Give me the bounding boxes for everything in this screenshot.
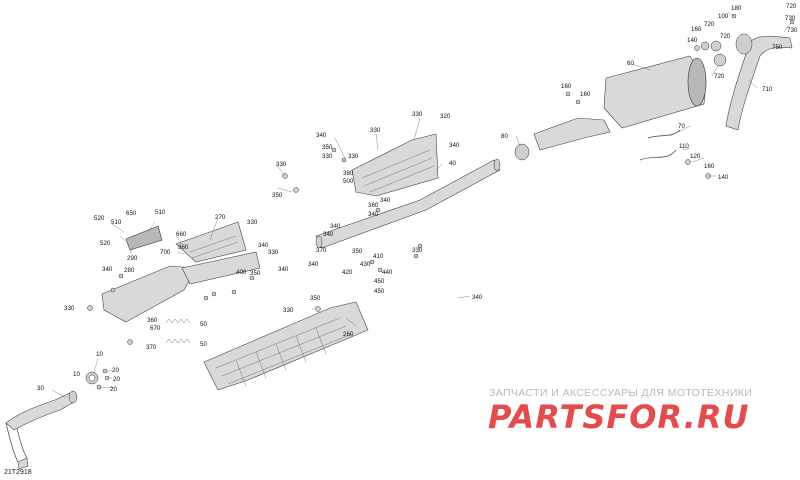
lower-heat-shield-part xyxy=(203,301,369,391)
callout-label: 340 xyxy=(380,197,391,204)
callout-label: 160 xyxy=(561,83,572,90)
callout-label: 340 xyxy=(258,242,269,249)
callout-label: 730 xyxy=(785,15,796,22)
callout-label: 350 xyxy=(272,192,283,199)
callout-label: 340 xyxy=(308,261,319,268)
callout-label: 410 xyxy=(373,253,384,260)
callout-label: 450 xyxy=(374,278,385,285)
callout-label: 70 xyxy=(678,123,685,130)
callout-label: 360 xyxy=(368,202,379,209)
callout-label: 720 xyxy=(704,21,715,28)
callout-label: 670 xyxy=(150,325,161,332)
callout-label: 340 xyxy=(316,132,327,139)
callout-label: 330 xyxy=(268,249,279,256)
callout-label: 450 xyxy=(374,288,385,295)
callout-label: 10 xyxy=(73,371,80,378)
callout-label: 340 xyxy=(330,223,341,230)
hardware-part xyxy=(87,13,795,345)
callout-label: 340 xyxy=(323,231,334,238)
callout-label: 520 xyxy=(100,240,111,247)
callout-label: 330 xyxy=(412,247,423,254)
callout-label: 710 xyxy=(762,86,773,93)
diagram-code: 21T2918 xyxy=(4,469,32,476)
callout-label: 350 xyxy=(310,295,321,302)
callout-label: 330 xyxy=(370,127,381,134)
callout-label: 270 xyxy=(215,214,226,221)
tail-pipe-part xyxy=(725,33,793,131)
callout-label: 80 xyxy=(501,133,508,140)
callout-label: 350 xyxy=(352,248,363,255)
callout-label: 500 xyxy=(343,178,354,185)
callout-label: 720 xyxy=(786,3,797,10)
callout-label: 370 xyxy=(316,247,327,254)
callout-label: 360 xyxy=(147,317,158,324)
callout-label: 370 xyxy=(146,344,157,351)
callout-label: 360 xyxy=(178,244,189,251)
callout-label: 60 xyxy=(627,60,634,67)
callout-label: 340 xyxy=(472,294,483,301)
callout-label: 420 xyxy=(342,269,353,276)
springs-part xyxy=(165,318,191,344)
callout-label: 330 xyxy=(247,219,258,226)
callout-label: 340 xyxy=(368,211,379,218)
callout-label: 510 xyxy=(111,219,122,226)
callout-label: 20 xyxy=(110,386,117,393)
callout-label: 20 xyxy=(112,367,119,374)
watermark-subtitle: ЗАПЧАСТИ И АКСЕССУАРЫ ДЛЯ МОТОТЕХНИКИ xyxy=(489,387,753,399)
leader-lines xyxy=(51,11,791,399)
callout-label: 10 xyxy=(96,351,103,358)
callout-label: 330 xyxy=(322,153,333,160)
callout-label: 720 xyxy=(720,33,731,40)
callout-label: 430 xyxy=(360,261,371,268)
center-pipe-part xyxy=(315,158,501,249)
callout-label: 750 xyxy=(772,44,783,51)
callout-label: 50 xyxy=(200,341,207,348)
callout-label: 510 xyxy=(155,209,166,216)
callout-label: 330 xyxy=(412,111,423,118)
callout-label: 650 xyxy=(126,210,137,217)
callout-label: 700 xyxy=(160,249,171,256)
callout-label: 160 xyxy=(704,163,715,170)
callout-label: 330 xyxy=(348,153,359,160)
callout-label: 20 xyxy=(113,376,120,383)
callout-label: 260 xyxy=(343,331,354,338)
callout-label: 320 xyxy=(440,113,451,120)
watermark-logo: PARTSFOR.RU xyxy=(488,398,749,436)
callout-label: 380 xyxy=(343,170,354,177)
upper-heat-shield-part xyxy=(351,133,439,197)
callout-label: 330 xyxy=(283,307,294,314)
callout-label: 340 xyxy=(278,266,289,273)
callout-label: 720 xyxy=(714,73,725,80)
callout-label: 730 xyxy=(787,27,798,34)
callout-label: 660 xyxy=(176,231,187,238)
clamp-part xyxy=(514,117,611,161)
callout-label: 330 xyxy=(276,161,287,168)
callout-label: 180 xyxy=(731,5,742,12)
callout-label: 520 xyxy=(94,215,105,222)
callout-label: 160 xyxy=(691,26,702,33)
callout-label: 340 xyxy=(449,142,460,149)
callout-label: 340 xyxy=(102,266,113,273)
callout-label: 100 xyxy=(718,13,729,20)
callout-label: 330 xyxy=(64,305,75,312)
callout-label: 440 xyxy=(382,269,393,276)
callout-label: 40 xyxy=(449,160,456,167)
callout-label: 50 xyxy=(200,321,207,328)
callout-label: 30 xyxy=(37,385,44,392)
muffler-part xyxy=(603,55,707,129)
callout-label: 110 xyxy=(679,143,689,150)
callout-label: 140 xyxy=(718,174,729,181)
callout-labels: 10 10 20 20 20 30 40 50 50 60 70 80 100 … xyxy=(37,3,798,393)
callout-label: 350 xyxy=(322,144,333,151)
callout-label: 120 xyxy=(690,153,701,160)
callout-label: 400 xyxy=(236,269,247,276)
header-pipe-part xyxy=(5,368,110,470)
heat-shield-left-part xyxy=(101,221,261,323)
callout-label: 350 xyxy=(250,270,261,277)
callout-label: 290 xyxy=(127,255,138,262)
callout-label: 280 xyxy=(124,267,135,274)
callout-label: 140 xyxy=(687,37,698,44)
callout-label: 160 xyxy=(580,91,591,98)
